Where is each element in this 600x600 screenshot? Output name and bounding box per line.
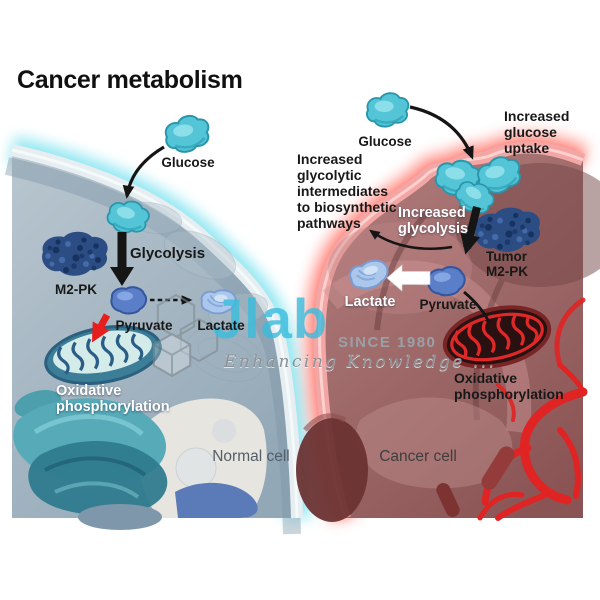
cancer-cell-label: Cancer cell [379, 448, 457, 465]
oxphos-label-normal: Oxidative phosphorylation [56, 383, 170, 416]
pyruvate-blob-normal [110, 286, 148, 315]
arrow-glycolysis-cancer [460, 206, 481, 255]
vessel-tube-2 [436, 483, 460, 517]
mitochondrion-cancer [442, 305, 552, 369]
increased-glucose-uptake-label: Increased glucose uptake [504, 108, 570, 156]
increased-glycolytic-intermediates-label: Increased glycolytic intermediates to bi… [297, 151, 397, 231]
normal-cell-organelles [13, 389, 258, 530]
arrow-glucose-entry-normal [122, 145, 165, 199]
vessel-tube-1 [481, 446, 515, 490]
lactate-label-normal: Lactate [197, 318, 245, 333]
tumor-m2pk-label: Tumor M2-PK [486, 249, 529, 280]
watermark-hexagons-icon [152, 293, 219, 378]
arrow-glucose-entry-cancer [409, 105, 474, 160]
glucose-blob-normal-outside [162, 112, 213, 156]
normal-cell-graphic [4, 112, 311, 535]
arrow-glycolysis-normal [110, 232, 134, 286]
glucose-label-cancer: Glucose [358, 134, 412, 149]
glucose-blob-cancer-outside [365, 92, 410, 128]
arrow-pyruvate-to-mitochondrion-red [91, 313, 111, 343]
oxphos-label-cancer: Oxidative phosphorylation [454, 370, 564, 402]
pyruvate-label-cancer: Pyruvate [419, 297, 477, 312]
arrow-pyruvate-to-lactate-cancer [386, 264, 431, 292]
glucose-label-normal: Glucose [161, 155, 215, 170]
glycolysis-label-normal: Glycolysis [130, 245, 206, 262]
page-title: Cancer metabolism [17, 66, 243, 94]
pyruvate-label-normal: Pyruvate [115, 318, 173, 333]
lactate-label-cancer: Lactate [344, 294, 396, 310]
arrow-to-biosynthetic-pathways [369, 229, 453, 250]
lactate-blob-normal [200, 289, 237, 315]
cancer-cell-graphic [296, 92, 600, 523]
m2pk-label-normal: M2-PK [54, 282, 97, 297]
normal-cell-label: Normal cell [212, 448, 290, 465]
arrow-pyruvate-to-mitochondrion-cancer [463, 290, 491, 323]
increased-glycolysis-label: Increased glycolysis [398, 205, 469, 238]
